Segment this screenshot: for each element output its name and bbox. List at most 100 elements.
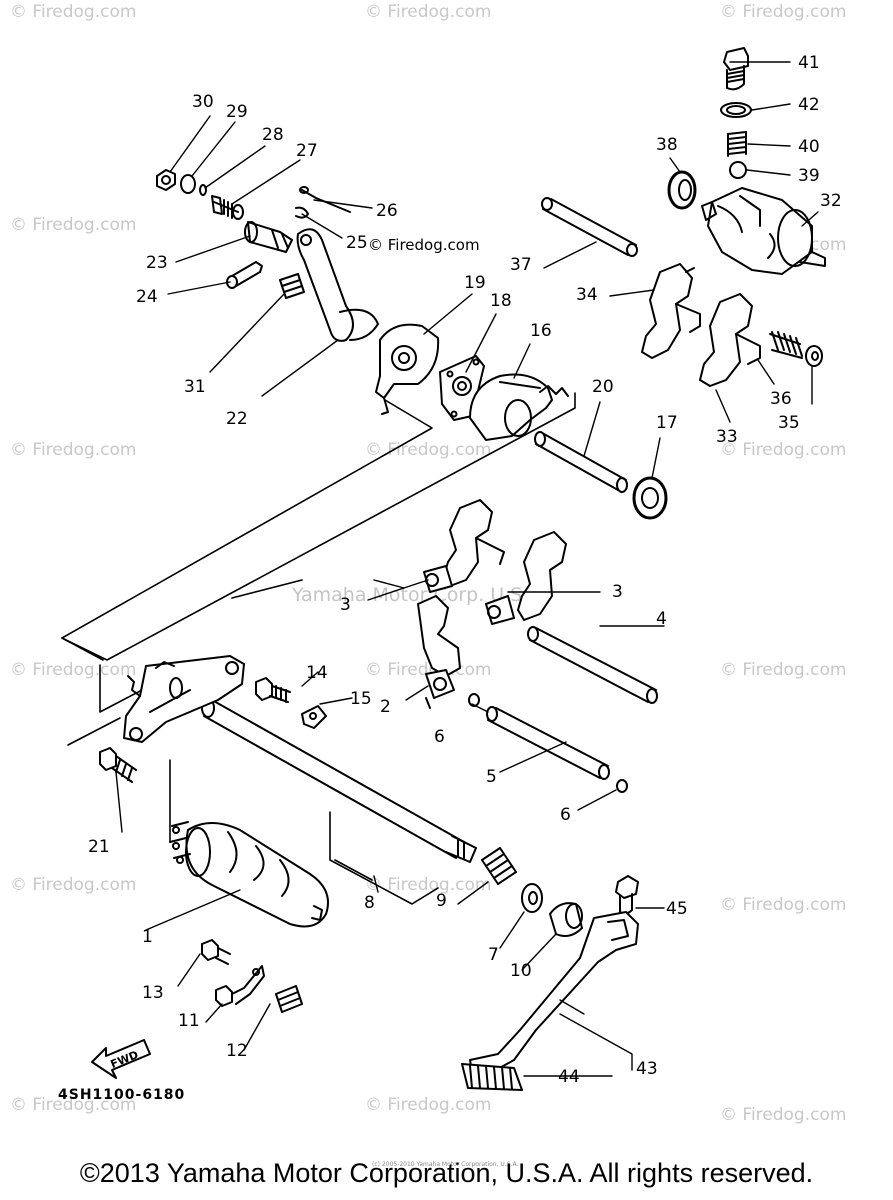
part-25-clip (295, 206, 309, 219)
part-24-pin (226, 261, 263, 289)
watermark: © Firedog.com (10, 215, 137, 235)
tiny-copyright: (c) 2005-2010 Yamaha Motor Corporation, … (372, 1161, 519, 1168)
part-11-bolt (215, 965, 265, 1007)
part-13-bolt (201, 939, 231, 965)
part-17-bearing (632, 476, 668, 520)
part-28-washer (199, 184, 207, 196)
callout-7: 7 (488, 945, 499, 965)
callout-20: 20 (592, 377, 614, 397)
part-22-shift-arm (296, 228, 379, 342)
part-45-bolt (615, 875, 639, 915)
callout-6b: 6 (560, 805, 571, 825)
part-2-shift-fork (417, 595, 461, 709)
watermark: © Firedog.com (10, 875, 137, 895)
callout-9: 9 (436, 891, 447, 911)
callout-16: 16 (530, 321, 552, 341)
watermark: © Firedog.com (10, 660, 137, 680)
part-41-bolt (723, 47, 749, 91)
part-35-washer (805, 345, 823, 367)
part-34-shift-fork (641, 263, 701, 359)
callout-21: 21 (88, 837, 110, 857)
part-10-collar (549, 902, 583, 937)
part-8-shift-shaft (201, 698, 477, 863)
callout-12: 12 (226, 1041, 248, 1061)
callout-28: 28 (262, 125, 284, 145)
part-38-bearing (667, 170, 697, 210)
part-3-shift-fork-lower (485, 531, 567, 625)
fwd-arrow-icon (91, 1039, 151, 1079)
callout-3a: 3 (340, 595, 351, 615)
callout-29: 29 (226, 102, 248, 122)
callout-27: 27 (296, 141, 318, 161)
part-30-nut (156, 169, 176, 191)
callout-33: 33 (716, 427, 738, 447)
part-21-bolt (99, 747, 137, 783)
diagram-watermark-label: © Firedog.com (368, 236, 480, 254)
part-5-shaft (486, 706, 610, 780)
callout-15: 15 (350, 689, 372, 709)
part-29-washer (180, 174, 196, 194)
callout-2: 2 (380, 697, 391, 717)
callout-39: 39 (798, 166, 820, 186)
callout-14: 14 (306, 663, 328, 683)
watermark: © Firedog.com (720, 1105, 847, 1125)
part-15-plate (301, 705, 327, 729)
callout-17: 17 (656, 413, 678, 433)
part-36-spring (769, 331, 803, 359)
callout-23: 23 (146, 253, 168, 273)
callout-32: 32 (820, 191, 842, 211)
part-20-shaft (534, 431, 628, 493)
callout-41: 41 (798, 53, 820, 73)
watermark: © Firedog.com (10, 2, 137, 22)
watermark: © Firedog.com (10, 440, 137, 460)
watermark: © Firedog.com (10, 1095, 137, 1115)
callout-37: 37 (510, 255, 532, 275)
callout-10: 10 (510, 961, 532, 981)
part-12-spring (275, 985, 303, 1013)
callout-22: 22 (226, 409, 248, 429)
part-number: 4SH1100-6180 (58, 1087, 186, 1103)
watermark: © Firedog.com (365, 875, 492, 895)
callout-30: 30 (192, 92, 214, 112)
part-19-plate (375, 323, 440, 415)
part-32-shift-drum (701, 187, 826, 275)
callout-8: 8 (364, 893, 375, 913)
part-3-shift-fork-upper (423, 499, 505, 593)
part-16-segment (469, 373, 569, 441)
copyright-notice: ©2013 Yamaha Motor Corporation, U.S.A. A… (79, 1158, 814, 1188)
callout-34: 34 (576, 285, 598, 305)
callout-4: 4 (656, 609, 667, 629)
fwd-label: FWD (109, 1048, 141, 1071)
callout-36: 36 (770, 389, 792, 409)
callout-24: 24 (136, 287, 158, 307)
callout-35: 35 (778, 413, 800, 433)
part-37-shaft (541, 197, 638, 257)
callout-18: 18 (490, 291, 512, 311)
part-31-spring (279, 273, 305, 299)
part-40-spring (727, 131, 747, 157)
callout-45: 45 (666, 899, 688, 919)
callout-31: 31 (184, 377, 206, 397)
watermark: © Firedog.com (365, 440, 492, 460)
callout-labels: 41 42 40 39 38 32 37 34 33 36 35 30 29 2… (88, 53, 842, 1087)
shift-lever-arm (123, 655, 245, 743)
watermark: © Firedog.com (720, 440, 847, 460)
part-43-shift-pedal (469, 911, 639, 1073)
watermark: © Firedog.com (365, 1095, 492, 1115)
callout-38: 38 (656, 135, 678, 155)
part-6-ring (616, 779, 628, 793)
part-39-ball (729, 161, 747, 179)
callout-25: 25 (346, 233, 368, 253)
center-watermark: Yamaha Motor Corp. U.S.A. (292, 584, 548, 606)
watermark: © Firedog.com (720, 2, 847, 22)
watermark: © Firedog.com (720, 660, 847, 680)
assembly-outline-lines (61, 392, 576, 905)
callout-43: 43 (636, 1059, 658, 1079)
callout-26: 26 (376, 201, 398, 221)
callout-3b: 3 (612, 582, 623, 602)
part-23-rod-end (244, 221, 293, 253)
part-7-washer (521, 883, 543, 913)
part-27-bolt (211, 195, 244, 220)
